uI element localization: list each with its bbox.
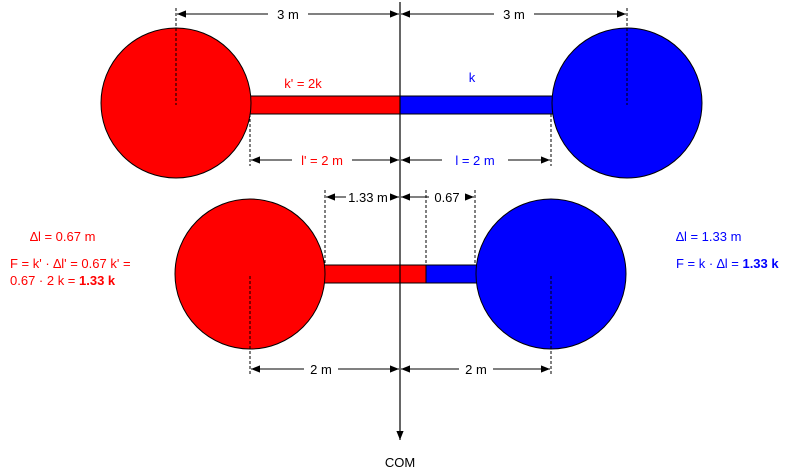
bottom-left-distance-label: 2 m: [310, 362, 332, 377]
top-left-distance-label: 3 m: [277, 7, 299, 22]
bottom-system: 1.33 m 0.67 2 m 2 m: [174, 190, 627, 377]
right-spring-constant-label: k: [469, 70, 476, 85]
right-spring-length-label: l = 2 m: [455, 153, 494, 168]
bottom-right-distance-label: 2 m: [465, 362, 487, 377]
left-force-line1: F = k' · ∆l' = 0.67 k' =: [10, 256, 131, 271]
top-right-spring: [399, 95, 554, 115]
right-force-line: F = k · ∆l = 1.33 k: [676, 256, 779, 271]
left-spring-length-label: l' = 2 m: [301, 153, 343, 168]
bottom-left-spring: [322, 264, 427, 284]
right-force-result: 1.33 k: [742, 256, 779, 271]
left-force-result: 1.33 k: [79, 273, 116, 288]
left-spring-constant-label: k' = 2k: [284, 76, 322, 91]
left-delta-text: ∆l = 0.67 m: [30, 229, 96, 244]
left-force-line2: 0.67 · 2 k = 1.33 k: [10, 273, 116, 288]
top-system: 3 m 3 m k' = 2k k l' = 2 m l = 2 m: [100, 6, 703, 179]
left-extension-label: 1.33 m: [348, 190, 388, 205]
right-force-info: ∆l = 1.33 m F = k · ∆l = 1.33 k: [676, 228, 779, 272]
top-right-distance-label: 3 m: [503, 7, 525, 22]
top-left-spring: [247, 95, 401, 115]
com-label: COM: [385, 455, 415, 470]
right-extension-label: 0.67: [434, 190, 459, 205]
left-force-info: ∆l = 0.67 m F = k' · ∆l' = 0.67 k' = 0.6…: [10, 228, 131, 289]
right-delta-text: ∆l = 1.33 m: [676, 229, 742, 244]
bottom-right-spring: [425, 264, 479, 284]
